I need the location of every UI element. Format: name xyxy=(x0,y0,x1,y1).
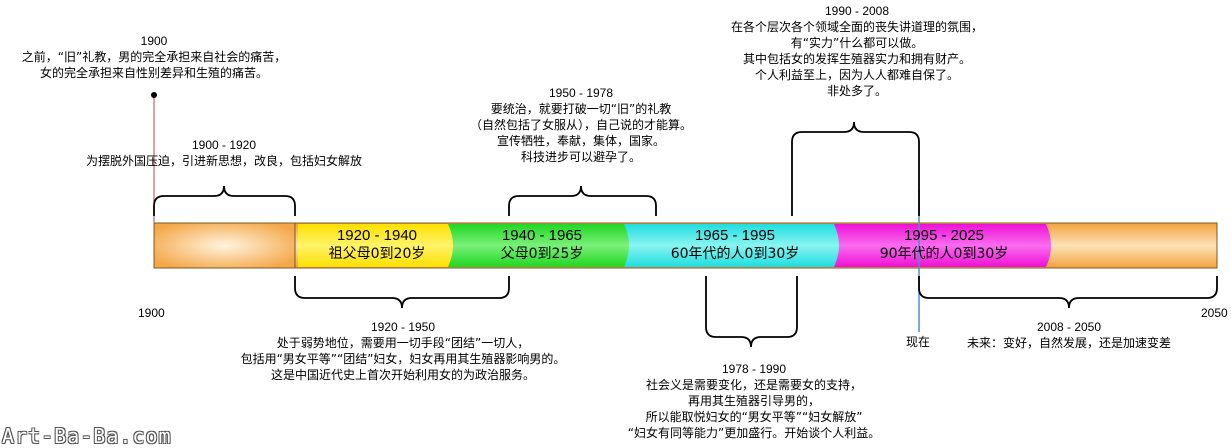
segment-years: 1940 - 1965 xyxy=(501,227,583,244)
segment-desc: 祖父母0到20岁 xyxy=(328,246,426,262)
annotation-line: 之前，“旧”礼教，男的完全承担来自社会的痛苦， xyxy=(21,50,287,64)
annotation-line: 有“实力”什么都可以做。 xyxy=(790,36,924,50)
segment-1965-1995: 1965 - 1995 60年代的人0到30岁 xyxy=(628,226,842,264)
annotation-title: 1990 - 2008 xyxy=(824,4,890,18)
annotation-line: 要统治，就要打破一切“旧”的礼教 xyxy=(490,102,672,116)
annotation-line: 所以能取悦妇女的“男女平等”“妇女解放” xyxy=(645,410,863,424)
watermark: Art-Ba-Ba.com xyxy=(2,424,172,448)
annotation-title: 1900 - 1920 xyxy=(191,138,257,152)
annotation-line: 在各个层次各个领域全面的丧失讲道理的氛围， xyxy=(730,20,983,34)
annotation-title: 1900 xyxy=(140,34,168,48)
segment-1940-1965: 1940 - 1965 父母0到25岁 xyxy=(452,226,632,264)
segment-band-1940-1965 xyxy=(448,224,633,267)
brace-1990-2008 xyxy=(791,121,920,216)
segment-desc: 90年代的人0到30岁 xyxy=(879,246,1009,262)
marker-1900-dot xyxy=(151,92,157,98)
timeline-start-block xyxy=(153,222,296,269)
annotation-line: 个人利益至上，因为人人都难自保了。 xyxy=(754,68,959,82)
brace-1978-1990 xyxy=(705,276,798,348)
now-label: 现在 xyxy=(906,335,931,349)
annotation-1990-2008: 1990 - 2008 在各个层次各个领域全面的丧失讲道理的氛围， 有“实力”什… xyxy=(700,3,1014,99)
annotation-line: 社会义是需要变化，还是需要女的支持， xyxy=(645,378,862,392)
annotation-1900: 1900 之前，“旧”礼教，男的完全承担来自社会的痛苦， 女的完全承担来自性别差… xyxy=(0,33,308,81)
annotation-line: “妇女有同等能力”更加盛行。开始谈个人利益。 xyxy=(627,426,881,440)
segment-band-1920-1940 xyxy=(298,224,457,267)
annotation-line: 非处多了。 xyxy=(826,84,887,98)
segment-band-1965-1995 xyxy=(624,224,843,267)
segment-band-1995-2025 xyxy=(834,224,1051,267)
annotation-line: 女的完全承担来自性别差异和生殖的痛苦。 xyxy=(39,66,268,80)
annotation-title: 1950 - 1978 xyxy=(548,86,614,100)
timeline-start-label: 1900 xyxy=(138,306,165,320)
annotation-line: 未来：变好，自然发展，还是加速变差 xyxy=(966,336,1171,350)
annotation-1920-1950: 1920 - 1950 处于弱势地位，需要用一切手段“团结”一切人， 包括用“男… xyxy=(188,319,618,383)
annotation-line: 科技进步可以避孕了。 xyxy=(520,150,641,164)
annotation-line: 再用其生殖器引导男的， xyxy=(687,394,820,408)
timeline-end-label: 2050 xyxy=(1201,306,1228,320)
annotation-line: 其中包括女的发挥生殖器实力和拥有财产。 xyxy=(742,52,971,66)
brace-2008-2050 xyxy=(918,276,1218,309)
annotation-line: 为摆脱外国压迫，引进新思想，改良，包括妇女解放 xyxy=(85,154,362,168)
annotation-title: 1978 - 1990 xyxy=(721,362,787,376)
annotation-2008-2050: 2008 - 2050 未来：变好，自然发展，还是加速变差 xyxy=(938,319,1200,351)
annotation-line: 包括用“男女平等”“团结”妇女，妇女再用其生殖器影响男的。 xyxy=(240,352,566,366)
brace-1920-1950 xyxy=(294,276,510,309)
brace-1950-1978 xyxy=(508,185,657,216)
annotation-line: （自然包括了女服从），自己说的才能算。 xyxy=(469,118,692,132)
annotation-line: 这是中国近代史上首次开始利用女的为政治服务。 xyxy=(270,368,535,382)
annotation-title: 2008 - 2050 xyxy=(1036,320,1102,334)
segment-desc: 父母0到25岁 xyxy=(500,246,584,262)
segment-desc: 60年代的人0到30岁 xyxy=(670,246,800,262)
brace-1900-1920 xyxy=(153,185,296,216)
annotation-1978-1990: 1978 - 1990 社会义是需要变化，还是需要女的支持， 再用其生殖器引导男… xyxy=(598,361,910,441)
annotation-title: 1920 - 1950 xyxy=(370,320,436,334)
segment-1920-1940: 1920 - 1940 祖父母0到20岁 xyxy=(298,226,456,264)
segment-1995-2025: 1995 - 2025 90年代的人0到30岁 xyxy=(838,226,1050,264)
annotation-1950-1978: 1950 - 1978 要统治，就要打破一切“旧”的礼教 （自然包括了女服从），… xyxy=(460,85,702,165)
segment-years: 1965 - 1995 xyxy=(694,227,776,244)
annotation-line: 处于弱势地位，需要用一切手段“团结”一切人， xyxy=(276,336,530,350)
segment-years: 1920 - 1940 xyxy=(336,227,418,244)
segment-years: 1995 - 2025 xyxy=(903,227,985,244)
annotation-1900-1920: 1900 - 1920 为摆脱外国压迫，引进新思想，改良，包括妇女解放 xyxy=(60,137,388,169)
annotation-line: 宣传牺牲，奉献，集体，国家。 xyxy=(496,134,665,148)
